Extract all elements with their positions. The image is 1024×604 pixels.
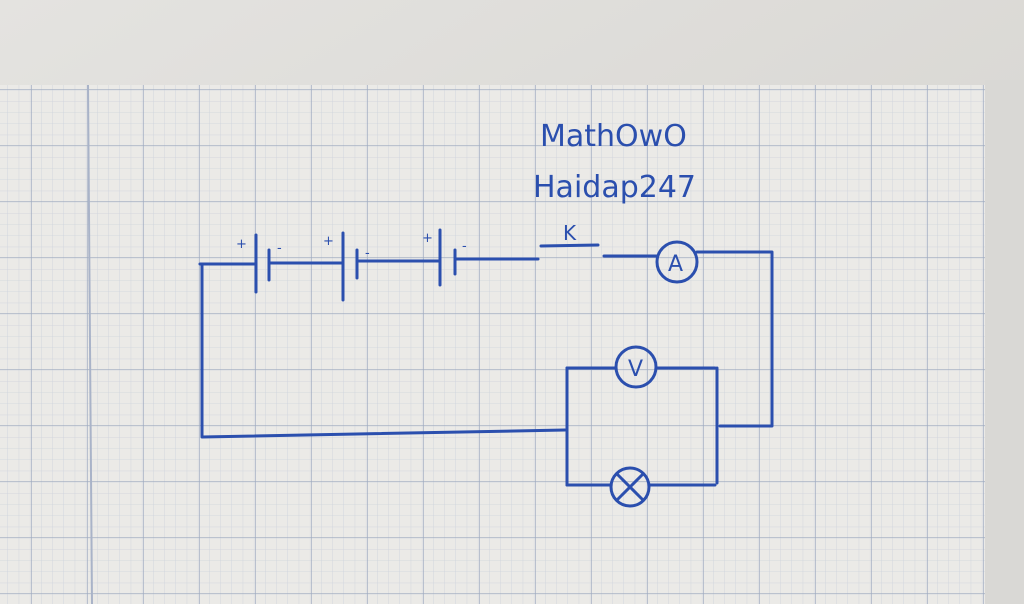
cell-3: + - — [422, 228, 467, 287]
cell-2: + - — [323, 231, 370, 302]
margin-line — [87, 84, 93, 604]
lamp-icon — [609, 466, 651, 508]
circuit: + - + - + - K A — [198, 221, 774, 508]
ammeter-label: A — [668, 252, 683, 277]
minus-sign: - — [462, 239, 467, 254]
cell-1: + - — [236, 233, 282, 294]
plus-sign: + — [422, 231, 433, 246]
switch-label: K — [563, 221, 577, 245]
switch-k: K — [539, 221, 600, 248]
plus-sign: + — [323, 234, 334, 249]
minus-sign: - — [277, 241, 282, 256]
grid — [0, 85, 985, 604]
title-line-1: MathOwO — [540, 119, 687, 154]
voltmeter-label: V — [628, 357, 643, 382]
next-page-edge — [985, 80, 1024, 604]
wire — [200, 262, 567, 439]
ammeter: A — [655, 240, 699, 284]
title-line-2: Haidap247 — [533, 170, 696, 205]
minus-sign: - — [365, 246, 370, 261]
plus-sign: + — [236, 237, 247, 252]
handwritten-title: MathOwO Haidap247 — [533, 119, 696, 205]
wire — [695, 250, 774, 428]
